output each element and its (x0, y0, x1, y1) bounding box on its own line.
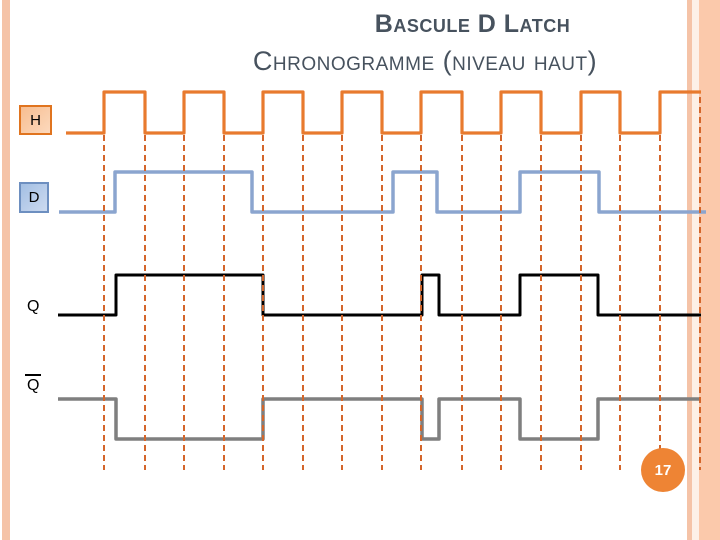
right-border-band (699, 0, 720, 540)
waveform-Q (58, 273, 701, 317)
clock-signal-label-box: H (19, 105, 52, 135)
slide-title: Bascule D Latch (374, 10, 571, 38)
data-signal-label: D (28, 189, 40, 206)
waveform-D (59, 170, 706, 214)
q-output-label: Q (27, 299, 39, 315)
waveform-Qbar (58, 397, 701, 441)
right-border-thin-stripe (687, 0, 692, 540)
q-output-label-text: Q (27, 298, 40, 315)
waveform-H (66, 90, 701, 135)
right-border-gap (692, 0, 699, 540)
clock-signal-label: H (30, 111, 41, 129)
data-signal-label-box: D (19, 182, 49, 213)
left-border-stripe (2, 0, 10, 540)
qbar-overbar: Q (25, 374, 42, 394)
qbar-output-label: Q (25, 374, 42, 394)
page-number: 17 (654, 461, 672, 479)
page-number-badge: 17 (641, 448, 685, 492)
slide-subtitle: Chronogramme (niveau haut) (252, 46, 598, 76)
